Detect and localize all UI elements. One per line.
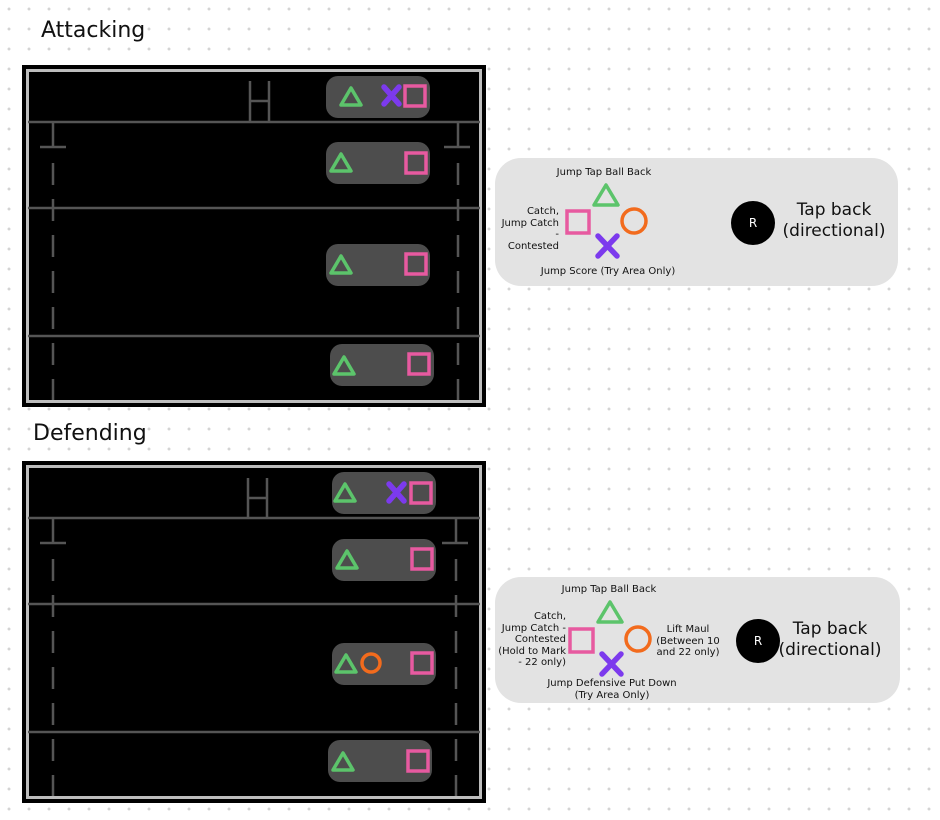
attacking-control-pill-4: [330, 344, 434, 386]
triangle-icon: [592, 183, 620, 207]
square-icon: [410, 651, 434, 675]
square-icon: [568, 627, 595, 654]
attacking-control-pill-2: [326, 142, 430, 184]
attacking-control-pill-3: [326, 244, 430, 286]
square-icon: [404, 151, 428, 175]
triangle-icon: [329, 254, 353, 275]
goal-post-icon: [246, 478, 269, 518]
circle-action-label: Lift Maul (Between 10 and 22 only): [656, 624, 720, 658]
square-action-label: Catch, Jump Catch - Contested (Hold to M…: [498, 611, 566, 668]
circle-icon: [620, 207, 648, 235]
defending-control-pill-4: [328, 740, 432, 782]
cross-action-label: Jump Defensive Put Down (Try Area Only): [547, 678, 677, 701]
cross-icon: [595, 233, 620, 259]
circle-icon: [360, 652, 382, 674]
triangle-icon: [334, 653, 358, 674]
square-icon: [410, 547, 434, 571]
attacking-controls-legend: Jump Tap Ball Back Catch, Jump Catch - C…: [495, 158, 898, 286]
triangle-icon: [333, 482, 357, 503]
triangle-action-label: Jump Tap Ball Back: [561, 584, 657, 595]
defending-controls-legend: Jump Tap Ball Back Catch, Jump Catch - C…: [495, 577, 900, 703]
attacking-title: Attacking: [41, 18, 146, 43]
triangle-icon: [335, 549, 359, 570]
r-action-label: Tap back (directional): [782, 200, 886, 241]
defending-control-pill-3: [332, 643, 436, 685]
square-icon: [404, 252, 428, 276]
square-icon: [407, 352, 431, 376]
r-button-icon: R: [731, 201, 775, 245]
defending-control-pill-1: [332, 472, 436, 514]
r-action-label: Tap back (directional): [778, 619, 882, 660]
triangle-icon: [331, 751, 355, 772]
cross-icon: [599, 651, 624, 677]
cross-icon: [381, 84, 402, 107]
triangle-icon: [332, 355, 356, 376]
attacking-control-pill-1: [326, 76, 430, 118]
defending-title: Defending: [33, 421, 147, 446]
cross-icon: [386, 481, 407, 504]
attacking-field-diagram: [22, 65, 486, 407]
square-icon: [565, 209, 591, 235]
triangle-icon: [329, 152, 353, 173]
triangle-icon: [596, 600, 624, 624]
cross-action-label: Jump Score (Try Area Only): [540, 266, 676, 277]
square-icon: [406, 749, 430, 773]
goal-post-icon: [248, 81, 271, 122]
square-icon: [409, 481, 433, 505]
triangle-action-label: Jump Tap Ball Back: [556, 167, 652, 178]
r-button-icon: R: [736, 619, 780, 663]
circle-icon: [624, 625, 652, 653]
defending-field-diagram: [22, 461, 486, 803]
triangle-icon: [339, 86, 363, 107]
defending-control-pill-2: [332, 539, 436, 581]
square-action-label: Catch, Jump Catch - Contested: [501, 206, 559, 252]
square-icon: [403, 84, 427, 108]
